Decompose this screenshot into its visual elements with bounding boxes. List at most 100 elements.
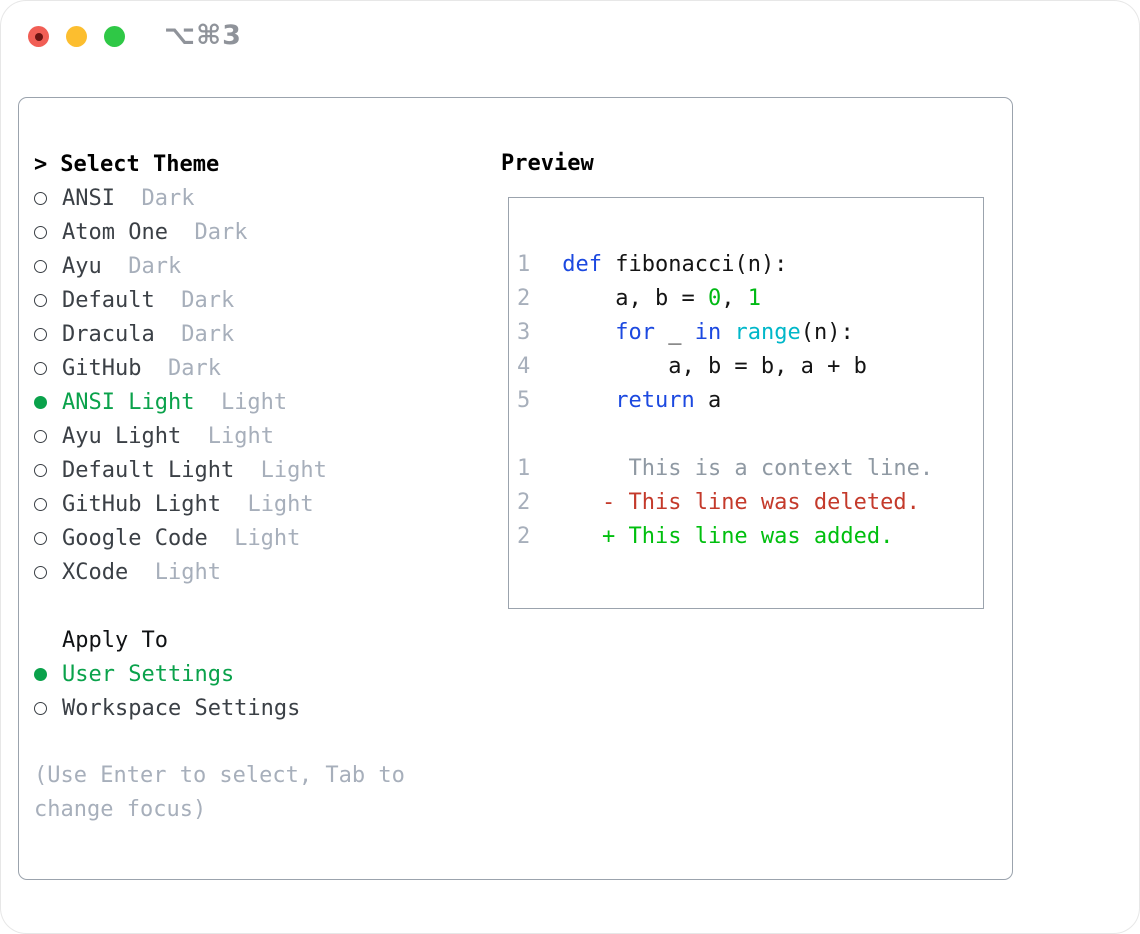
radio-selected-icon <box>34 667 47 681</box>
token-plain: a, b = b, a + b <box>562 354 867 379</box>
token-plain: fibonacci(n): <box>602 252 788 277</box>
theme-item-default[interactable]: Default Dark <box>34 283 454 317</box>
theme-name: Default Light <box>62 457 235 483</box>
theme-name: Dracula <box>62 321 155 347</box>
theme-variant: Dark <box>141 355 221 381</box>
radio-icon <box>34 191 47 205</box>
token-number: 1 <box>747 286 761 311</box>
code-line: 4 a, b = b, a + b <box>517 350 983 384</box>
line-number: 4 <box>517 354 531 379</box>
theme-name: ANSI <box>62 185 115 211</box>
radio-icon <box>34 225 47 239</box>
radio-icon <box>34 361 47 375</box>
theme-variant: Dark <box>154 321 235 347</box>
theme-name: Ayu Light <box>62 423 182 449</box>
theme-item-github[interactable]: GitHub Dark <box>34 351 454 385</box>
diff-sample: 1 This is a context line.2 - This line w… <box>517 452 983 554</box>
blank-line <box>517 418 983 452</box>
radio-icon <box>34 463 47 477</box>
code-line: 5 return a <box>517 384 983 418</box>
apply-option-label: User Settings <box>62 661 235 687</box>
code-content: a, b = b, a + b <box>562 350 867 384</box>
theme-name: Ayu <box>62 253 102 279</box>
theme-name: Google Code <box>62 525 208 551</box>
preview-header: Preview <box>501 151 594 176</box>
token-keyword: for <box>615 320 655 345</box>
maximize-button[interactable] <box>104 26 125 47</box>
radio-icon <box>34 565 47 579</box>
diff-line-context: 1 This is a context line. <box>517 452 983 486</box>
line-number: 2 <box>517 286 531 311</box>
radio-icon <box>34 327 47 341</box>
theme-item-default-light[interactable]: Default Light Light <box>34 453 454 487</box>
theme-variant: Dark <box>167 219 248 245</box>
close-button[interactable] <box>28 26 49 47</box>
minimize-button[interactable] <box>66 26 87 47</box>
diff-text: This is a context line. <box>562 456 934 481</box>
theme-name: GitHub Light <box>62 491 221 517</box>
theme-item-ayu[interactable]: Ayu Dark <box>34 249 454 283</box>
token-number: 0 <box>707 286 722 311</box>
diff-text: - This line was deleted. <box>562 490 920 515</box>
token-builtin: range <box>734 320 801 345</box>
apply-option-workspace-settings[interactable]: Workspace Settings <box>34 691 454 725</box>
token-plain <box>562 320 615 345</box>
theme-item-atom-one[interactable]: Atom One Dark <box>34 215 454 249</box>
diff-line-deleted: 2 - This line was deleted. <box>517 486 983 520</box>
theme-variant: Light <box>234 457 327 483</box>
theme-item-ayu-light[interactable]: Ayu Light Light <box>34 419 454 453</box>
theme-variant: Dark <box>154 287 235 313</box>
apply-to-header: Apply To <box>62 627 168 653</box>
select-theme-title: Select Theme <box>60 151 220 177</box>
hint-text: (Use Enter to select, Tab to change focu… <box>34 763 405 822</box>
theme-item-xcode[interactable]: XCode Light <box>34 555 454 589</box>
radio-icon <box>34 531 47 545</box>
token-plain <box>721 320 734 345</box>
radio-selected-icon <box>34 395 47 409</box>
theme-item-ansi[interactable]: ANSI Dark <box>34 181 454 215</box>
line-number: 5 <box>517 388 531 413</box>
line-number: 3 <box>517 320 531 345</box>
radio-icon <box>34 497 47 511</box>
code-line: 2 a, b = 0, 1 <box>517 282 983 316</box>
token-keyword: return <box>615 388 695 413</box>
diff-line-added: 2 + This line was added. <box>517 520 983 554</box>
theme-name: GitHub <box>62 355 142 381</box>
radio-icon <box>34 429 47 443</box>
line-number: 2 <box>517 524 531 549</box>
token-plain: a, b = <box>562 286 708 311</box>
theme-name: ANSI Light <box>62 389 195 415</box>
theme-name: XCode <box>62 559 129 585</box>
code-content: return a <box>562 384 721 418</box>
token-plain <box>562 388 615 413</box>
code-content: for _ in range(n): <box>562 316 853 350</box>
radio-icon <box>34 701 47 715</box>
theme-item-ansi-light[interactable]: ANSI Light Light <box>34 385 454 419</box>
theme-item-google-code[interactable]: Google Code Light <box>34 521 454 555</box>
code-line: 3 for _ in range(n): <box>517 316 983 350</box>
select-theme-header: > Select Theme <box>34 147 454 181</box>
code-content: def fibonacci(n): <box>562 248 787 282</box>
apply-option-user-settings[interactable]: User Settings <box>34 657 454 691</box>
theme-item-github-light[interactable]: GitHub Light Light <box>34 487 454 521</box>
radio-icon <box>34 293 47 307</box>
close-dot-icon <box>34 32 43 41</box>
token-plain: a <box>694 388 722 413</box>
theme-variant: Light <box>128 559 221 585</box>
line-number: 2 <box>517 490 531 515</box>
token-keyword: in <box>694 320 722 345</box>
prompt-icon: > <box>34 151 48 177</box>
diff-text: + This line was added. <box>562 524 894 549</box>
theme-name: Atom One <box>62 219 168 245</box>
theme-item-dracula[interactable]: Dracula Dark <box>34 317 454 351</box>
theme-name: Default <box>62 287 155 313</box>
theme-variant: Light <box>207 525 301 551</box>
